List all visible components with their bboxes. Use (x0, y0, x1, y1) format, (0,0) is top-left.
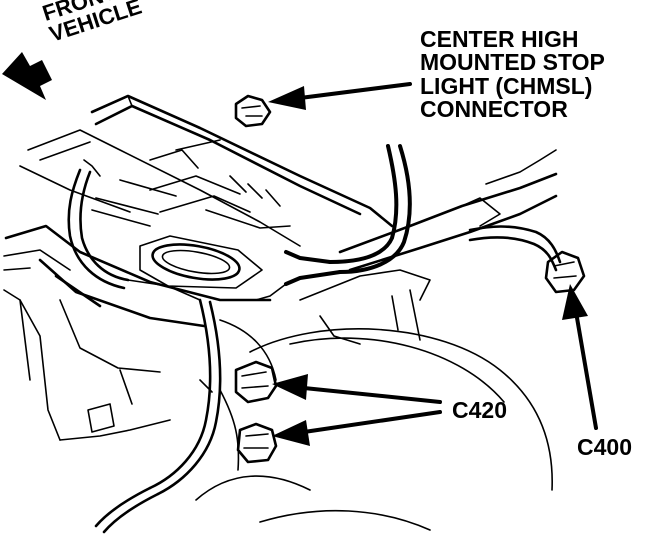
chmsl-label-line4: CONNECTOR (420, 96, 568, 123)
front-arrow-icon (2, 52, 52, 100)
chmsl-label-line1: CENTER HIGH (420, 26, 579, 52)
c420-connectors (199, 360, 278, 471)
chmsl-label-line3: LIGHT (CHMSL) (420, 72, 593, 99)
c420-label: C420 (452, 397, 507, 423)
chmsl-label-line2: MOUNTED STOP (420, 49, 605, 76)
callout-arrows-icon (268, 82, 598, 446)
package-shelf-outline (3, 94, 394, 302)
quarter-panel (3, 258, 206, 441)
chmsl-connector-label: CENTER HIGH MOUNTED STOP LIGHT (CHMSL) C… (420, 26, 605, 123)
wheelhouse (195, 315, 553, 531)
speaker-opening (139, 235, 263, 289)
chmsl-connector (234, 94, 272, 128)
right-rail (299, 149, 558, 341)
c400-label: C400 (577, 434, 632, 460)
c400-connector (544, 250, 586, 294)
shelf-ribs (91, 175, 291, 229)
